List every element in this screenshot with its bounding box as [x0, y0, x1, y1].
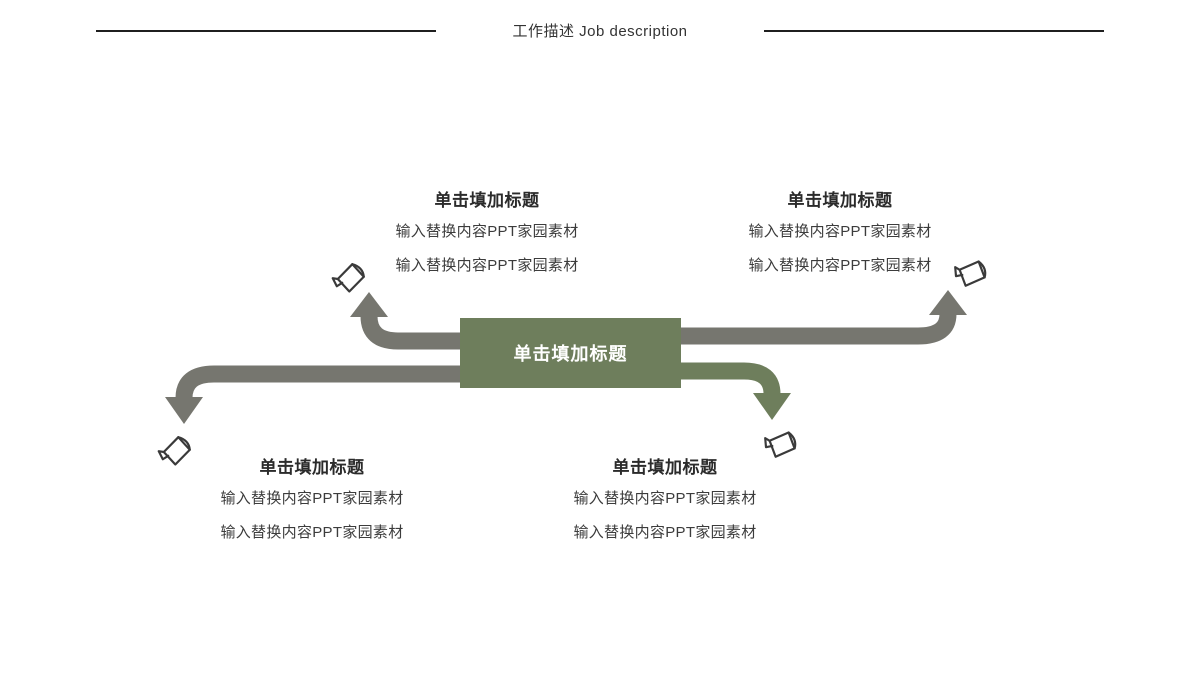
branch-body-line: 输入替换内容PPT家园素材: [573, 524, 757, 541]
branch-body-line: 输入替换内容PPT家园素材: [395, 257, 579, 274]
arrow-bottom-right: [677, 362, 791, 420]
branch-body-line: 输入替换内容PPT家园素材: [395, 223, 579, 240]
branch-bottom-left: 单击填加标题 输入替换内容PPT家园素材 输入替换内容PPT家园素材: [192, 453, 432, 555]
arrow-bottom-right-head: [753, 393, 791, 420]
arrow-bottom-right-shaft: [677, 362, 781, 395]
branch-top-left: 单击填加标题 输入替换内容PPT家园素材 输入替换内容PPT家园素材: [367, 186, 607, 288]
arrow-top-right-shaft: [677, 313, 957, 345]
arrow-top-right: [677, 290, 967, 345]
megaphone-icon: [326, 256, 372, 302]
branch-body-line: 输入替换内容PPT家园素材: [748, 223, 932, 240]
arrow-top-right-head: [929, 290, 967, 315]
center-title-box: 单击填加标题: [460, 318, 681, 388]
branch-title: 单击填加标题: [787, 191, 893, 210]
arrow-top-left: [350, 292, 464, 350]
branch-body-line: 输入替换内容PPT家园素材: [220, 524, 404, 541]
slide-header: 工作描述 Job description: [0, 20, 1200, 41]
arrow-bottom-left: [165, 365, 464, 424]
branch-title: 单击填加标题: [434, 191, 540, 210]
branch-body-line: 输入替换内容PPT家园素材: [573, 490, 757, 507]
megaphone-icon: [152, 429, 198, 475]
branch-title: 单击填加标题: [612, 458, 718, 477]
header-divider-right: [763, 29, 1104, 32]
arrow-bottom-left-shaft: [175, 365, 464, 399]
branch-top-right: 单击填加标题 输入替换内容PPT家园素材 输入替换内容PPT家园素材: [720, 186, 960, 288]
branch-body-line: 输入替换内容PPT家园素材: [220, 490, 404, 507]
arrow-bottom-left-head: [165, 397, 203, 424]
branch-body-line: 输入替换内容PPT家园素材: [748, 257, 932, 274]
slide-title: 工作描述 Job description: [512, 23, 688, 40]
megaphone-icon: [759, 424, 802, 467]
megaphone-icon: [949, 253, 992, 296]
branch-bottom-right: 单击填加标题 输入替换内容PPT家园素材 输入替换内容PPT家园素材: [545, 453, 785, 555]
branch-title: 单击填加标题: [259, 458, 365, 477]
header-divider-left: [96, 29, 437, 32]
arrow-top-left-shaft: [360, 315, 464, 350]
center-title: 单击填加标题: [513, 344, 628, 364]
